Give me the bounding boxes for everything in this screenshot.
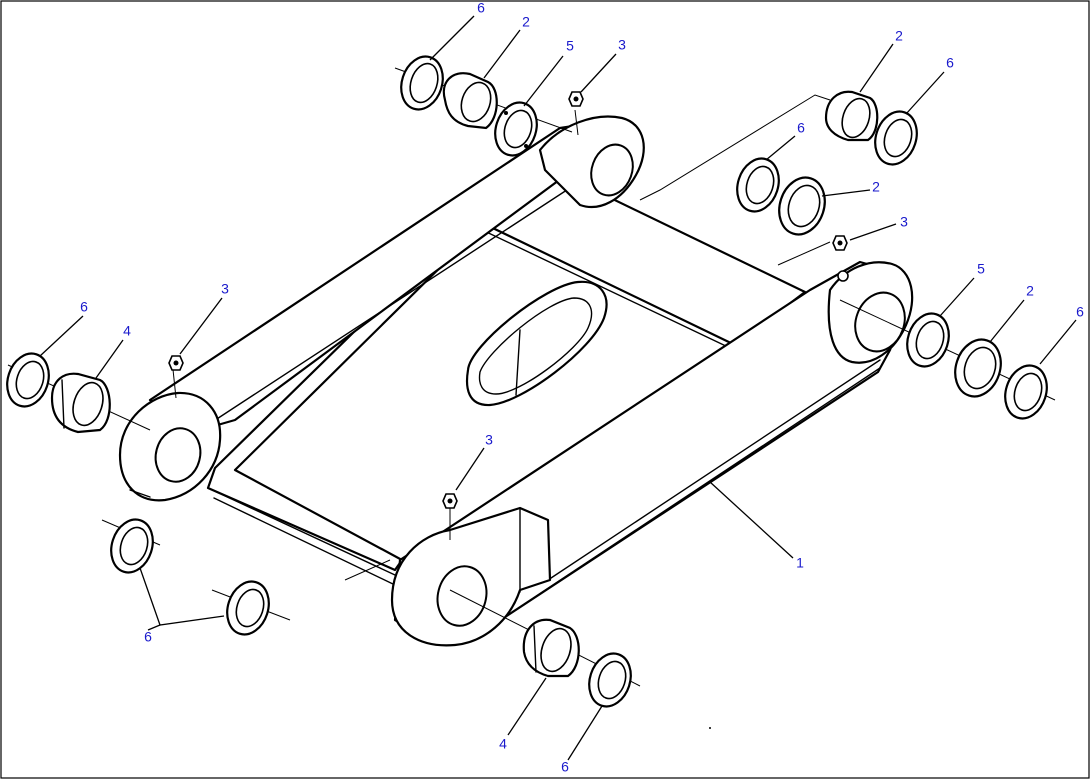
callout-label: 5 <box>566 38 574 54</box>
callout-label: 6 <box>477 0 485 16</box>
callout-label: 4 <box>123 323 131 339</box>
left-fitting-3 <box>168 355 184 371</box>
callout-label: 5 <box>977 261 985 277</box>
right-rear-boss-bore <box>854 291 906 353</box>
callout-label: 3 <box>221 281 229 297</box>
front-bushing-4 <box>522 618 580 678</box>
callout-label: 6 <box>80 299 88 315</box>
mid-right-fitting-3 <box>832 235 848 251</box>
top-fitting-3 <box>568 91 584 107</box>
upper-right-seal-6 <box>874 110 918 166</box>
right-bushing-5 <box>906 312 950 368</box>
top-seal-6 <box>400 55 444 111</box>
front-fitting-3 <box>442 493 458 509</box>
callout-label: 2 <box>1026 283 1034 299</box>
right-fitting-3 <box>837 270 849 282</box>
center-slot <box>465 280 608 407</box>
top-bushing-2 <box>442 72 498 130</box>
front-seal-6 <box>588 652 632 708</box>
leader-lines <box>39 15 1077 761</box>
callout-label: 1 <box>796 555 804 571</box>
callout-label: 4 <box>499 736 507 752</box>
callout-label: 3 <box>900 214 908 230</box>
mid-right-seal-6 <box>736 157 780 213</box>
left-bushing-4 <box>50 372 111 434</box>
right-seal-6 <box>1004 364 1048 420</box>
callout-label: 6 <box>144 629 152 645</box>
callout-label: 6 <box>1076 304 1084 320</box>
upper-right-bushing-2 <box>824 90 879 142</box>
callout-label: 2 <box>895 28 903 44</box>
callout-label: 6 <box>561 759 569 775</box>
left-seal-6 <box>6 352 50 408</box>
callout-label: 3 <box>618 37 626 53</box>
lower-left-seal-6a <box>110 518 154 574</box>
top-boss-bore <box>590 143 634 197</box>
right-bushing-2 <box>954 338 1002 398</box>
callout-label: 2 <box>522 14 530 30</box>
frame-assembly <box>118 115 914 647</box>
callout-label: 2 <box>872 179 880 195</box>
callout-label: 6 <box>797 120 805 136</box>
callout-label: 3 <box>485 432 493 448</box>
mid-right-bushing-2 <box>778 176 826 236</box>
callout-label: 6 <box>946 55 954 71</box>
callouts: 6 2 5 3 2 6 6 2 3 5 2 6 3 6 4 3 1 6 4 6 <box>80 0 1084 775</box>
left-boss-bore <box>154 427 202 483</box>
top-bushing-5 <box>494 101 538 157</box>
lower-left-seal-6b <box>226 580 270 636</box>
